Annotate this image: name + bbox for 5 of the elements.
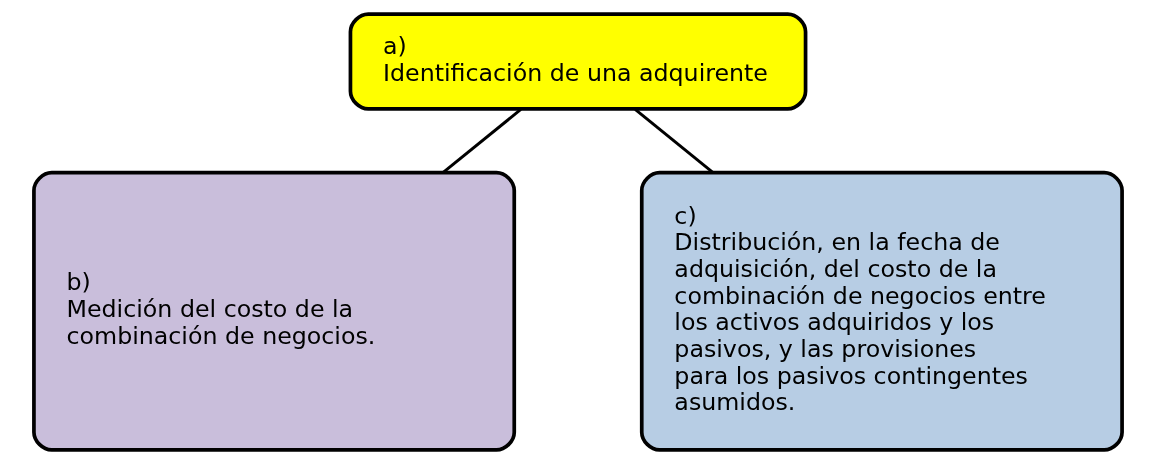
node-box: a) Identificación de una adquirente <box>348 12 807 111</box>
node-box: c) Distribución, en la fecha de adquisición, del costo de la combinación de negocios entre los activos adquiridos y los pasivos, y las provisiones para los pasivos contingentes asumidos. <box>639 170 1124 452</box>
node-box: b) Medición del costo de la combinación de negocios. <box>31 170 516 452</box>
connector <box>633 108 714 174</box>
connector <box>441 108 522 174</box>
